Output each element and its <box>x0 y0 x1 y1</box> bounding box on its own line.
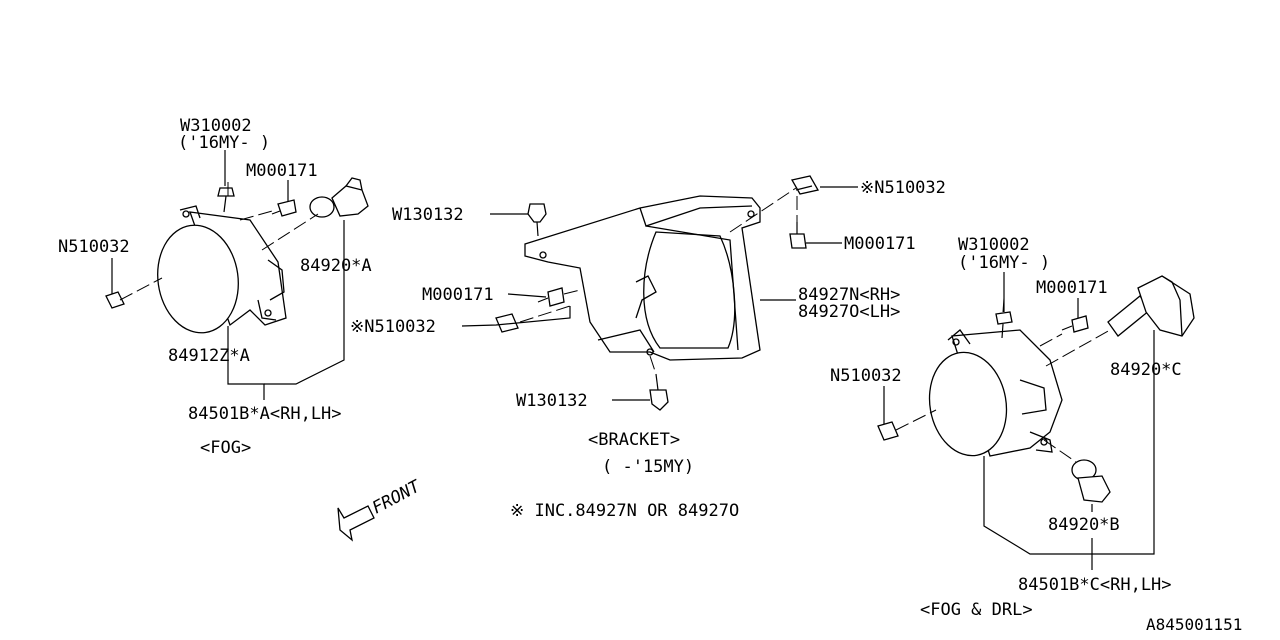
bracket-lh-label: 84927O<LH> <box>798 302 900 322</box>
right-bolt-icon <box>995 311 1013 339</box>
right-screw-icon <box>1061 315 1089 333</box>
bracket-top-nut-icon <box>790 175 820 195</box>
bracket-bottom-clip-icon <box>649 373 669 411</box>
bracket-right-screw-label: M000171 <box>844 234 916 254</box>
right-fog-drl-group <box>877 272 1195 570</box>
right-screw-label: M000171 <box>1036 278 1108 298</box>
right-bulb-c-icon <box>1107 275 1195 337</box>
left-nut-icon <box>105 291 125 309</box>
left-fog-group <box>105 150 369 400</box>
right-bulb-b-label: 84920*B <box>1048 515 1120 535</box>
left-screw-icon <box>271 199 297 217</box>
bracket-right-screw-icon <box>789 222 807 249</box>
right-bolt-label: W310002 <box>958 235 1030 255</box>
left-caption: <FOG> <box>200 438 251 458</box>
bracket-bottom-clip-label: W130132 <box>516 391 588 411</box>
bracket-left-nut-icon <box>495 313 519 333</box>
left-bolt-note: ('16MY- ) <box>178 133 270 153</box>
bracket-caption-note: ( -'15MY) <box>602 457 694 477</box>
front-arrow-icon <box>337 505 375 542</box>
left-screw-label: M000171 <box>246 161 318 181</box>
left-bolt-icon <box>217 187 235 213</box>
diagram-id: A845001151 <box>1146 615 1242 634</box>
right-caption: <FOG & DRL> <box>920 600 1033 620</box>
right-nut-label: N510032 <box>830 366 902 386</box>
left-fog-lamp-icon <box>157 205 287 334</box>
right-bolt-note: ('16MY- ) <box>958 253 1050 273</box>
bracket-left-nut-label: ※N510032 <box>350 317 436 337</box>
left-bulb-label: 84920*A <box>300 256 372 276</box>
right-assembly-label: 84501B*C<RH,LH> <box>1018 575 1172 595</box>
bracket-footnote: ※ INC.84927N OR 84927O <box>510 501 739 521</box>
bracket-top-clip-icon <box>527 203 547 237</box>
bracket-top-clip-label: W130132 <box>392 205 464 225</box>
left-nut-label: N510032 <box>58 237 130 257</box>
bracket-left-screw-label: M000171 <box>422 285 494 305</box>
bracket-left-screw-icon <box>537 287 565 307</box>
right-bulb-b-icon <box>1071 459 1111 503</box>
bracket-group <box>461 175 858 411</box>
right-fog-lamp-icon <box>928 329 1063 457</box>
left-bulb-icon <box>309 177 369 218</box>
left-assembly-label: 84501B*A<RH,LH> <box>188 404 342 424</box>
right-nut-icon <box>877 421 899 441</box>
right-bulb-c-label: 84920*C <box>1110 360 1182 380</box>
bracket-icon <box>524 195 761 361</box>
bracket-caption: <BRACKET> <box>588 430 680 450</box>
front-label: FRONT <box>369 476 425 519</box>
left-bolt-label: W310002 <box>180 116 252 136</box>
left-lamp-label: 84912Z*A <box>168 346 250 366</box>
bracket-top-nut-label: ※N510032 <box>860 178 946 198</box>
bracket-rh-label: 84927N<RH> <box>798 285 900 305</box>
